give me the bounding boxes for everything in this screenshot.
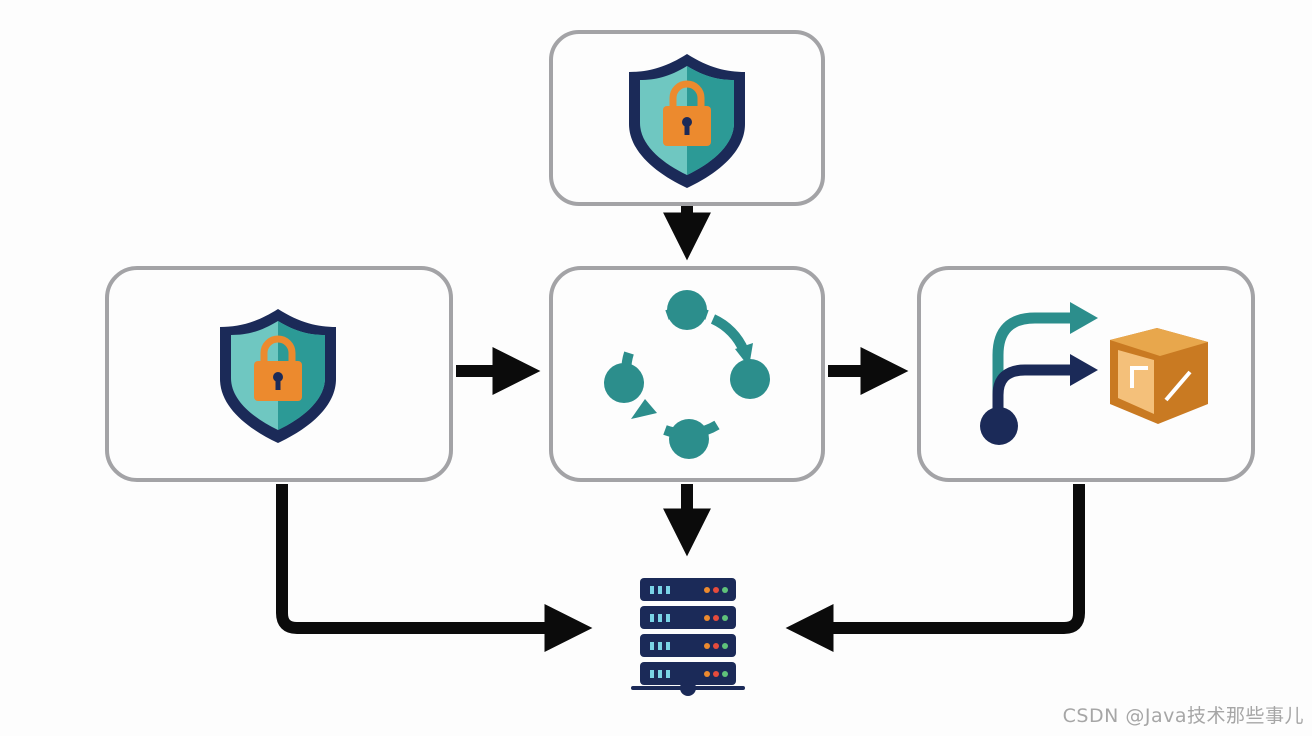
route-package-icon [980,302,1208,445]
server-rack-icon [631,578,745,696]
cycle-icon [604,290,770,459]
arrow-right-to-server [785,484,1085,652]
arrow-left-to-server [276,484,593,652]
node-center-box [549,266,825,482]
csdn-watermark: CSDN @Java技术那些事儿 [1062,705,1304,727]
